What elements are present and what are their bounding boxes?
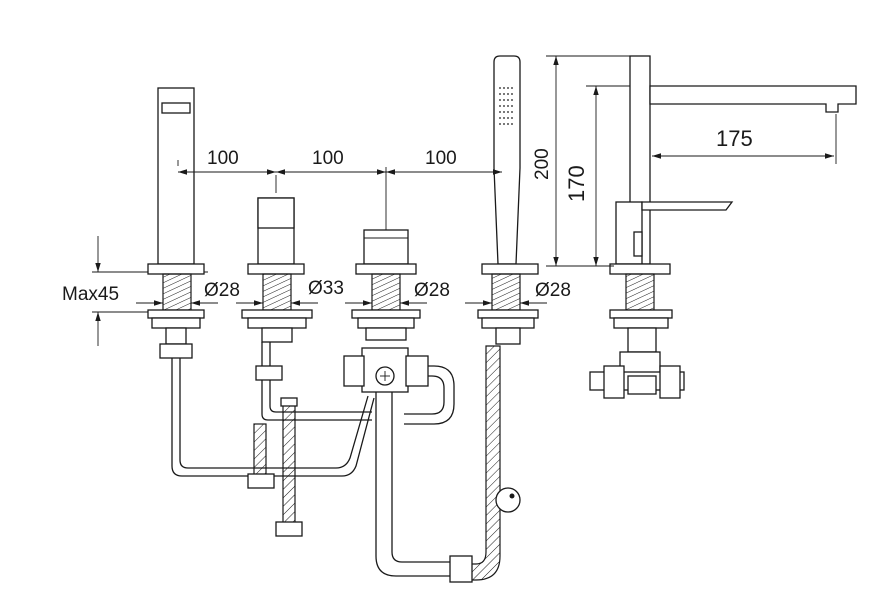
dim-reach: 175	[716, 126, 753, 151]
side-view	[589, 55, 857, 399]
dim-diameter-3: Ø28	[414, 280, 450, 301]
dimension-labels: 100 100 100 Max45 Ø28 Ø33 Ø28 Ø28 200 17…	[62, 126, 753, 305]
dim-diameter-4: Ø28	[535, 280, 571, 301]
shower-nozzle-dots	[499, 87, 513, 125]
dim-diameter-1: Ø28	[204, 280, 240, 301]
diverter-body	[351, 167, 421, 341]
dimension-lines	[92, 55, 837, 346]
hand-shower	[477, 55, 539, 345]
mixer-body	[241, 175, 313, 343]
dim-diameter-2: Ø33	[308, 278, 344, 299]
dim-height-total: 200	[532, 148, 553, 180]
spout-body	[147, 87, 205, 359]
dim-spacing-1: 100	[207, 148, 239, 169]
dim-spacing-3: 100	[425, 148, 457, 169]
dim-height-spout: 170	[564, 165, 589, 202]
diverter-valve-block	[343, 347, 429, 393]
dim-spacing-2: 100	[312, 148, 344, 169]
dim-max-deck: Max45	[62, 284, 119, 305]
braided-hoses	[247, 345, 521, 583]
